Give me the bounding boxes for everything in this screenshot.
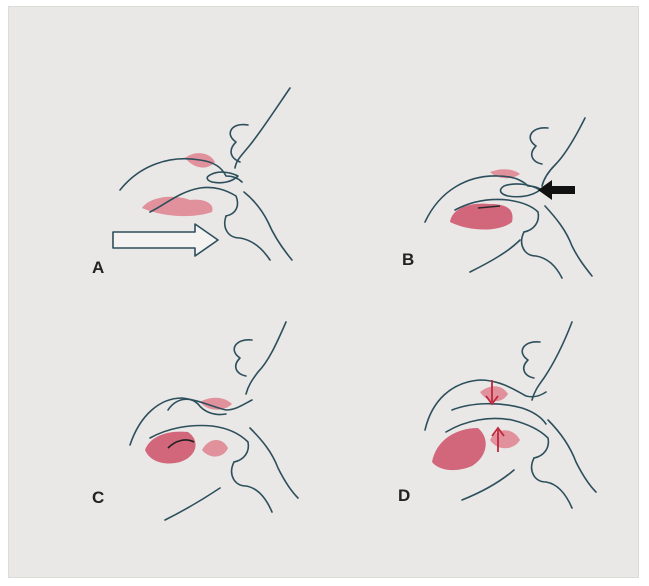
panel-label-d: D	[398, 486, 411, 506]
panel-d-chin	[462, 470, 514, 500]
panel-d-lower-tissue-left	[432, 428, 486, 470]
panel-a-face-profile	[235, 88, 290, 168]
panel-c-face-profile	[246, 322, 286, 394]
panel-a-lower-jaw	[225, 216, 270, 260]
panel-a-chin	[244, 192, 292, 260]
panel-label-b: B	[402, 250, 415, 270]
panel-d-drawing	[425, 322, 596, 508]
panel-b-nose	[530, 128, 548, 164]
panel-b-lower-jaw	[522, 232, 562, 278]
panel-label-a: A	[92, 258, 105, 278]
panel-d-upper-tissue	[480, 386, 508, 401]
panel-d-upper-lip	[425, 380, 546, 430]
panel-c-chin-lower	[250, 428, 298, 498]
panel-a-drawing	[113, 88, 292, 260]
panel-d-chin-lower	[548, 420, 596, 492]
panel-c-lower-tissue-right	[202, 440, 228, 457]
panel-d-nose	[522, 342, 540, 378]
panel-b-chin	[470, 240, 520, 272]
panel-b-chin-lower	[545, 206, 592, 276]
panel-d-face-profile	[532, 322, 572, 400]
panel-d-lower-jaw	[532, 458, 572, 508]
panel-a-nose	[230, 125, 248, 162]
panel-c-drawing	[130, 322, 298, 520]
panel-c-chin	[165, 488, 220, 520]
panel-a-upper-lip	[120, 159, 242, 190]
panel-a-hollow-arrow	[113, 224, 218, 256]
panel-label-c: C	[92, 488, 105, 508]
panel-a-lower-tissue	[142, 197, 213, 216]
panel-d-mouth-opening	[452, 404, 546, 424]
panel-c-nose	[234, 340, 252, 376]
panel-b-drawing	[425, 118, 592, 278]
panel-c-lower-jaw	[232, 462, 272, 512]
